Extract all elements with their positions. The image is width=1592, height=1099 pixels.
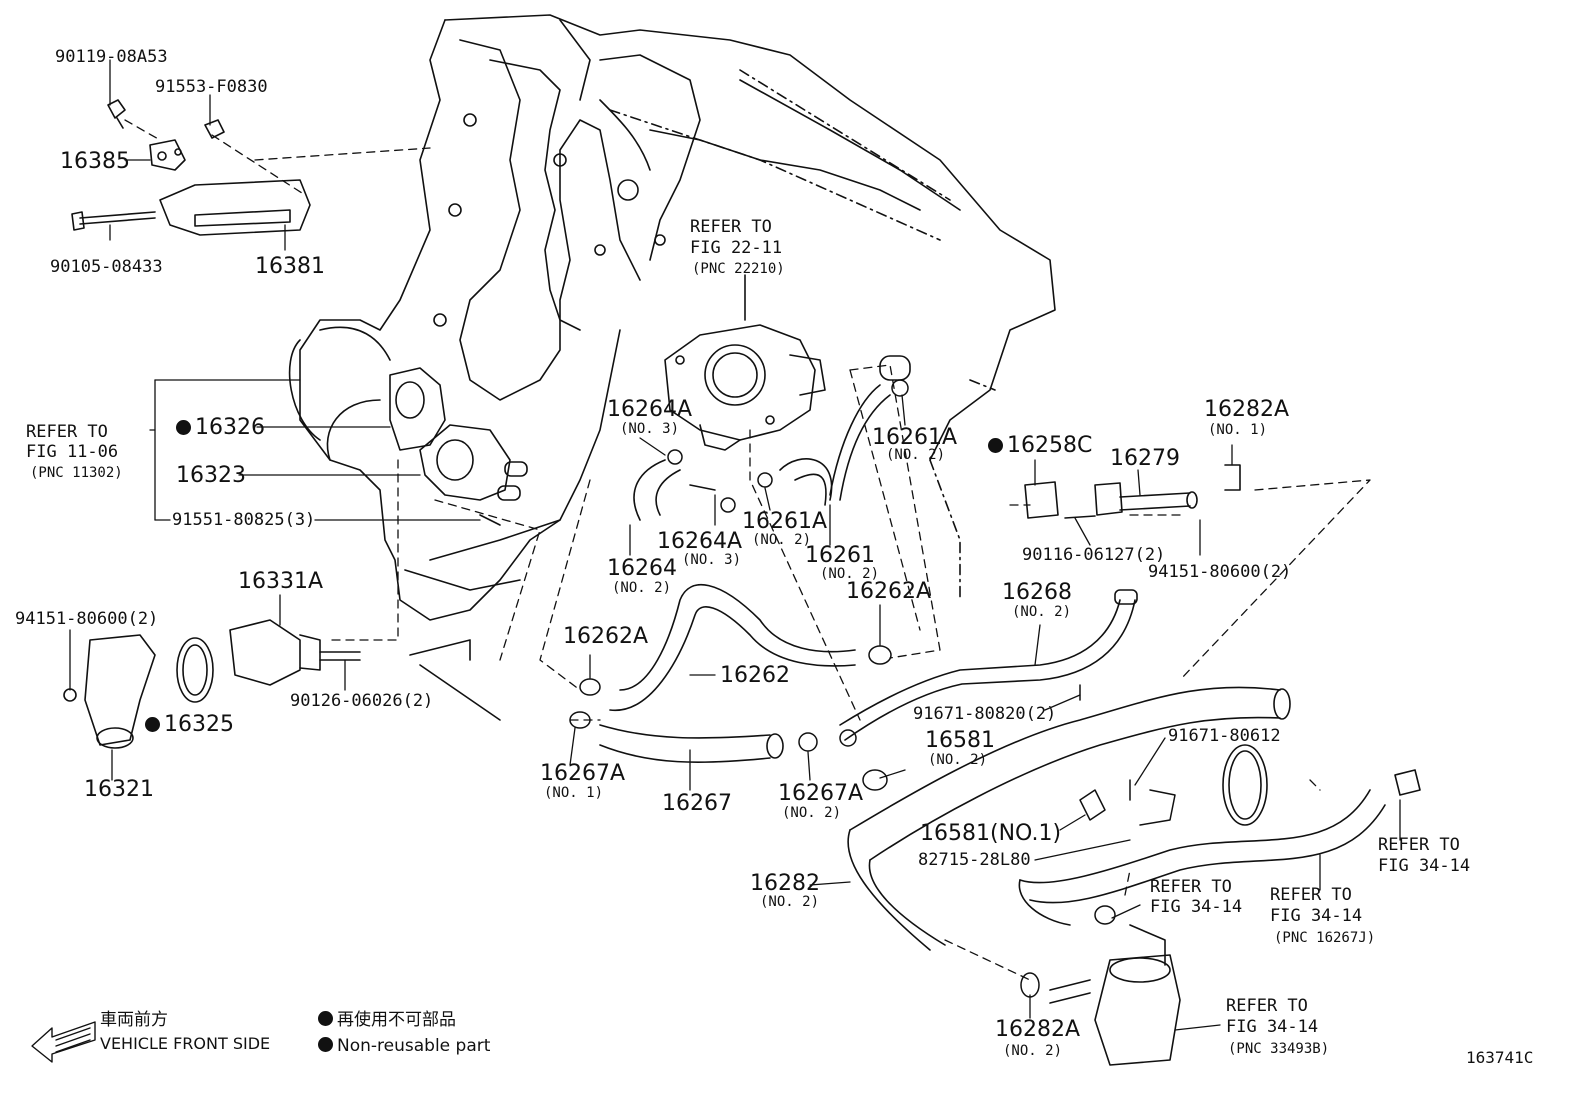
label-16261A-right-no: (NO. 2) — [886, 447, 946, 463]
label-94151-80600-right: 94151-80600(2) — [1148, 562, 1292, 582]
label-94151-80600-left: 94151-80600(2) — [15, 609, 159, 629]
label-90119-08A53: 90119-08A53 — [55, 47, 168, 67]
guide-lines — [124, 119, 1371, 981]
legend-nonreusable-jp: 再使用不可部品 — [318, 1011, 456, 1030]
label-16264: 16264 — [607, 556, 677, 581]
engine-reference-line1: REFER TO — [26, 422, 108, 442]
bracket-assembly — [71, 99, 311, 236]
label-90105-08433: 90105-08433 — [50, 257, 163, 277]
label-16261-no: (NO. 2) — [820, 566, 880, 582]
label-16326: 16326 — [176, 416, 265, 440]
label-16264A-lower: 16264A — [657, 529, 743, 554]
label-16267: 16267 — [662, 791, 732, 816]
hoses — [599, 355, 1421, 1066]
label-16261A-right: 16261A — [872, 425, 958, 450]
label-82715-28L80: 82715-28L80 — [918, 850, 1031, 870]
label-16321: 16321 — [84, 777, 154, 802]
label-16282A-upper-no: (NO. 1) — [1208, 422, 1268, 438]
label-16282A-upper: 16282A — [1204, 397, 1290, 422]
label-90116-06127: 90116-06127(2) — [1022, 545, 1166, 565]
ref-fig3414-c-line2: FIG 34-14 — [1378, 856, 1471, 876]
label-16264-no: (NO. 2) — [612, 580, 672, 596]
label-16264A-upper-no: (NO. 3) — [620, 421, 680, 437]
ref-fig3414-d-line3: (PNC 33493B) — [1228, 1041, 1330, 1057]
label-16581-upper-no: (NO. 2) — [928, 752, 988, 768]
label-16323: 16323 — [176, 463, 246, 488]
label-16267A-right-no: (NO. 2) — [782, 805, 842, 821]
label-16268: 16268 — [1002, 580, 1072, 605]
legend-direction-jp: 車両前方 — [100, 1010, 168, 1030]
label-16381: 16381 — [255, 254, 325, 279]
label-16325: 16325 — [145, 713, 234, 737]
label-16267A-left: 16267A — [540, 761, 626, 786]
leader-lines — [69, 59, 1401, 1031]
label-16581-lower: 16581(NO.1) — [920, 821, 1062, 846]
label-16262A-right: 16262A — [846, 579, 932, 604]
hose-clamps — [569, 379, 1176, 998]
label-91671-80612: 91671-80612 — [1168, 726, 1281, 746]
label-16282A-lower-no: (NO. 2) — [1003, 1043, 1063, 1059]
ref-fig3414-a-line1: REFER TO — [1150, 877, 1232, 897]
throttle-body — [664, 274, 826, 451]
label-90126-06026: 90126-06026(2) — [290, 691, 434, 711]
label-16279: 16279 — [1110, 446, 1180, 471]
figure-id: 163741C — [1466, 1048, 1534, 1067]
ref-fig3414-a-line2: FIG 34-14 — [1150, 897, 1243, 917]
label-16262A-left: 16262A — [563, 624, 649, 649]
label-16282: 16282 — [750, 871, 820, 896]
ref-fig3414-d-line2: FIG 34-14 — [1226, 1017, 1319, 1037]
ref-fig3414-b-line3: (PNC 16267J) — [1274, 930, 1376, 946]
ref-fig3414-d-line1: REFER TO — [1226, 996, 1308, 1016]
legend-direction-en: VEHICLE FRONT SIDE — [100, 1034, 271, 1053]
engine-phantom-lines — [609, 69, 996, 601]
vehicle-front-arrow-icon — [31, 1021, 96, 1063]
label-16282-no: (NO. 2) — [760, 894, 820, 910]
label-16581-upper: 16581 — [925, 728, 995, 753]
label-16261A-mid-no: (NO. 2) — [752, 532, 812, 548]
throttle-reference-line3: (PNC 22210) — [692, 261, 785, 277]
throttle-reference-line1: REFER TO — [690, 217, 772, 237]
legend-nonreusable-en: Non-reusable part — [318, 1037, 490, 1056]
water-outlet-group — [63, 367, 528, 749]
label-16282A-lower: 16282A — [995, 1017, 1081, 1042]
label-91553-F0830: 91553-F0830 — [155, 77, 268, 97]
label-16258C: 16258C — [988, 434, 1092, 458]
label-16267A-left-no: (NO. 1) — [544, 785, 604, 801]
engine-reference-line3: (PNC 11302) — [30, 465, 123, 481]
engine-reference-line2: FIG 11-06 — [26, 442, 119, 462]
throttle-reference-line2: FIG 22-11 — [690, 238, 783, 258]
label-16267A-right: 16267A — [778, 781, 864, 806]
ref-fig3414-b-line2: FIG 34-14 — [1270, 906, 1363, 926]
label-16385: 16385 — [60, 149, 130, 174]
label-16331A: 16331A — [238, 569, 324, 594]
ref-fig3414-c-line1: REFER TO — [1378, 835, 1460, 855]
label-16261: 16261 — [805, 543, 875, 568]
label-16261A-mid: 16261A — [742, 509, 828, 534]
label-91671-80820: 91671-80820(2) — [913, 704, 1057, 724]
ref-fig3414-b-line1: REFER TO — [1270, 885, 1352, 905]
label-16268-no: (NO. 2) — [1012, 604, 1072, 620]
label-91551-80825: 91551-80825(3) — [172, 510, 316, 530]
label-16264A-upper: 16264A — [607, 397, 693, 422]
engine-block-outline — [288, 14, 1056, 721]
label-16264A-lower-no: (NO. 3) — [682, 552, 742, 568]
label-16262: 16262 — [720, 663, 790, 688]
